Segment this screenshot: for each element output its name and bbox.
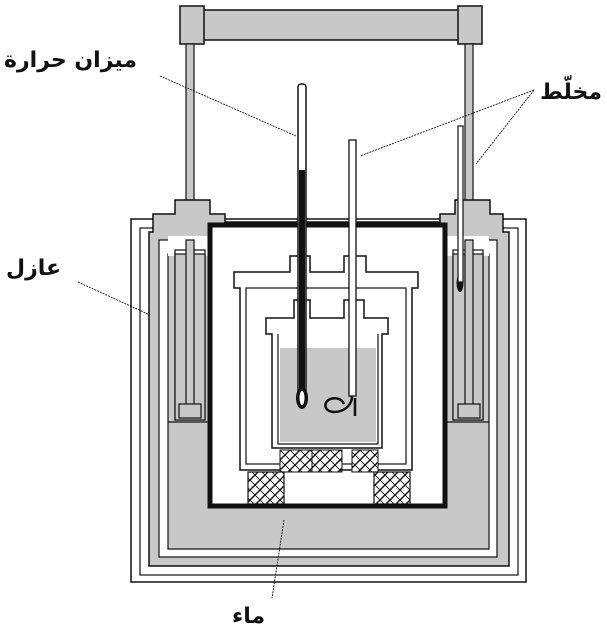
leader-lines — [77, 75, 535, 599]
stirrer-handle — [179, 5, 483, 45]
label-water: ماء — [232, 604, 266, 629]
inner-stirrer — [324, 139, 357, 416]
label-insulator: عازل — [6, 256, 62, 281]
inner-vessel — [233, 255, 419, 471]
label-thermometer: ميزان حرارة — [4, 48, 137, 73]
thermometer — [296, 83, 308, 409]
label-stirrer: مخلّط — [540, 80, 603, 105]
supports — [247, 449, 411, 505]
